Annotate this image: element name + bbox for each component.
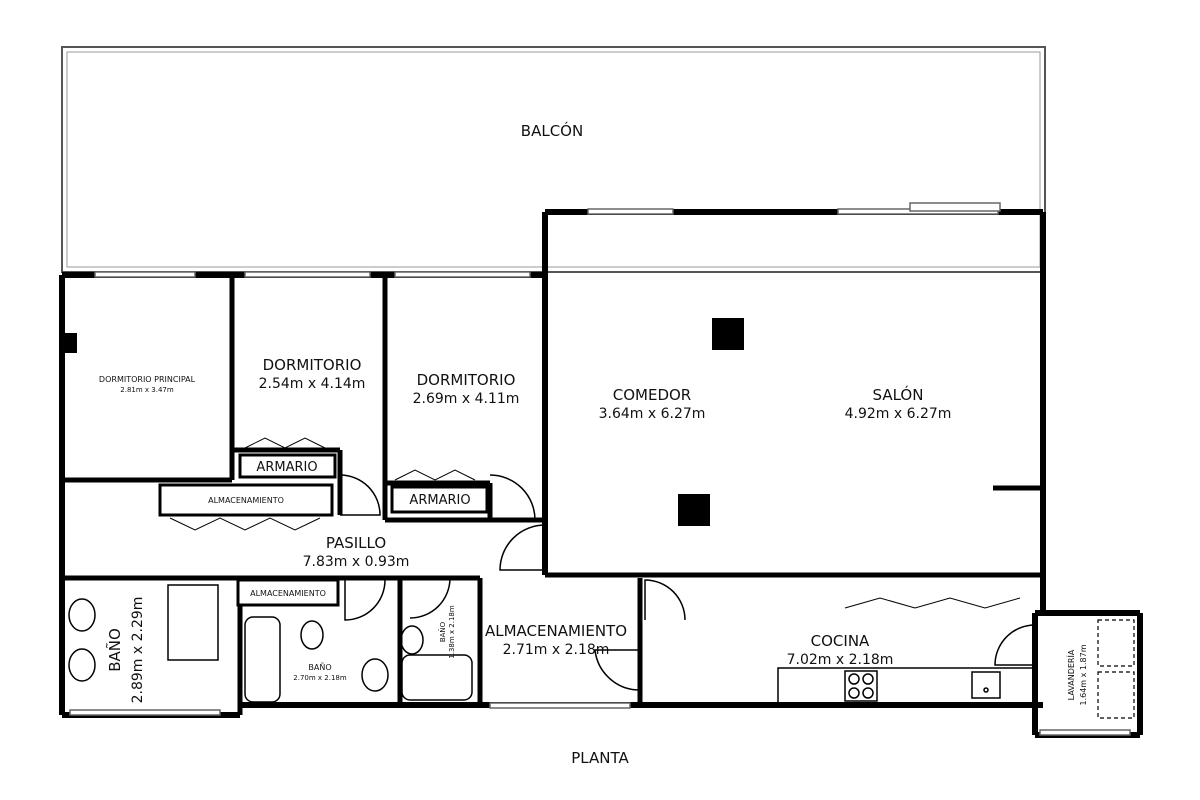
door-swings xyxy=(339,474,1036,691)
room-dims-lavanderia: 1.64m x 1.87m xyxy=(1079,644,1088,705)
room-dims-bano-3: 1.38m x 2.18m xyxy=(448,605,456,659)
wardrobe-doors xyxy=(169,437,1021,609)
room-name-bano-1: BAÑO xyxy=(105,628,124,672)
storage-label-armario-2: ARMARIO xyxy=(409,493,470,508)
column-lower xyxy=(678,494,710,526)
storage-blocks xyxy=(158,453,489,607)
plan-title: PLANTA xyxy=(571,749,629,767)
room-dims-dormitorio-2: 2.69m x 4.11m xyxy=(413,391,520,407)
room-dims-pasillo: 7.83m x 0.93m xyxy=(303,554,410,570)
balcony-label: BALCÓN xyxy=(521,121,583,140)
room-dims-bano-2: 2.70m x 2.18m xyxy=(293,674,347,682)
room-dims-dormitorio-principal: 2.81m x 3.47m xyxy=(120,386,174,394)
interior-walls xyxy=(62,275,1043,715)
storage-label-almacenamiento-1: ALMACENAMIENTO xyxy=(208,496,284,505)
room-name-pasillo: PASILLO xyxy=(326,534,386,552)
room-name-lavanderia: LAVANDERÍA xyxy=(1065,649,1076,700)
room-dims-salon: 4.92m x 6.27m xyxy=(845,406,952,422)
storage-label-armario-1: ARMARIO xyxy=(256,460,317,475)
bath-fixtures xyxy=(68,584,473,703)
column-upper xyxy=(712,318,744,350)
room-dims-comedor: 3.64m x 6.27m xyxy=(599,406,706,422)
wall-pillar xyxy=(62,333,77,353)
room-dims-almacenamiento: 2.71m x 2.18m xyxy=(503,642,610,658)
kitchen-counter xyxy=(777,667,1037,704)
room-name-dormitorio-principal: DORMITORIO PRINCIPAL xyxy=(99,375,196,384)
room-name-salon: SALÓN xyxy=(873,385,924,404)
room-name-cocina: COCINA xyxy=(811,632,870,650)
balcony-outline xyxy=(61,46,1046,273)
room-name-dormitorio-1: DORMITORIO xyxy=(263,356,362,374)
laundry-appliances xyxy=(1097,619,1135,719)
room-name-almacenamiento: ALMACENAMIENTO xyxy=(485,622,627,640)
room-name-bano-3: BAÑO xyxy=(438,621,447,642)
room-name-comedor: COMEDOR xyxy=(613,386,691,404)
storage-label-almacenamiento-2: ALMACENAMIENTO xyxy=(250,589,326,598)
room-dims-cocina: 7.02m x 2.18m xyxy=(787,652,894,668)
room-dims-bano-1: 2.89m x 2.29m xyxy=(130,597,146,704)
room-name-bano-2: BAÑO xyxy=(308,662,331,672)
room-dims-dormitorio-1: 2.54m x 4.14m xyxy=(259,376,366,392)
windows xyxy=(69,202,1131,736)
room-name-dormitorio-2: DORMITORIO xyxy=(417,371,516,389)
balcony-inner-outline xyxy=(66,51,1041,268)
